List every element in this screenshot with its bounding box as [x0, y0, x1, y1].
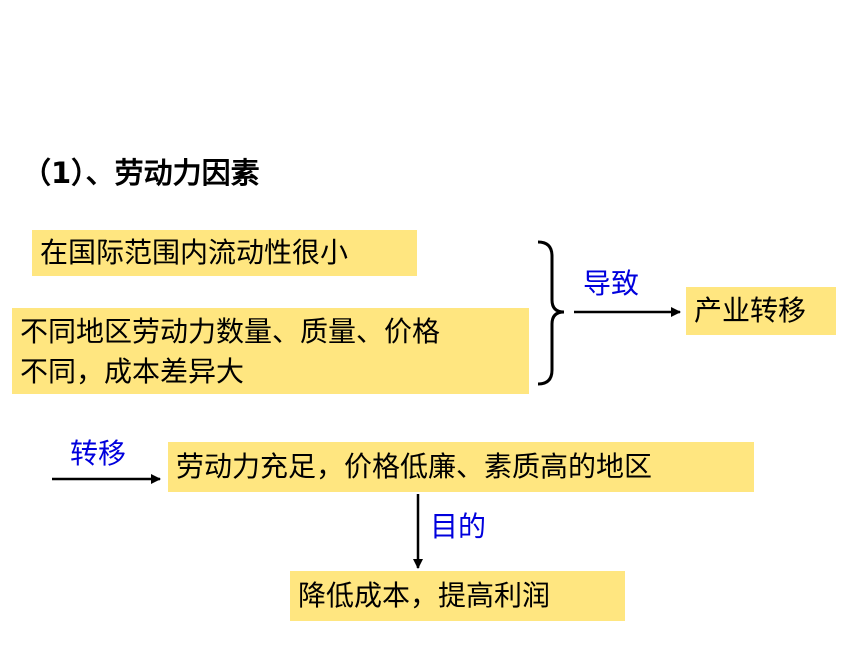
- right-brace: [537, 240, 565, 386]
- node-cost-difference-line1: 不同地区劳动力数量、质量、价格: [20, 315, 441, 348]
- edge-label-lead-to: 导致: [583, 267, 640, 300]
- edge-label-purpose: 目的: [430, 510, 487, 543]
- node-destination: 劳动力充足，价格低廉、素质高的地区: [168, 442, 754, 492]
- page-title: （1）、劳动力因素: [22, 156, 260, 190]
- node-industry-transfer: 产业转移: [686, 287, 836, 335]
- node-cost-difference-line2: 不同，成本差异大: [20, 355, 245, 388]
- edge-label-transfer: 转移: [70, 437, 127, 470]
- node-mobility: 在国际范围内流动性很小: [32, 230, 417, 276]
- node-cost-difference: 不同地区劳动力数量、质量、价格 不同，成本差异大: [12, 308, 529, 394]
- node-goal: 降低成本，提高利润: [290, 571, 625, 621]
